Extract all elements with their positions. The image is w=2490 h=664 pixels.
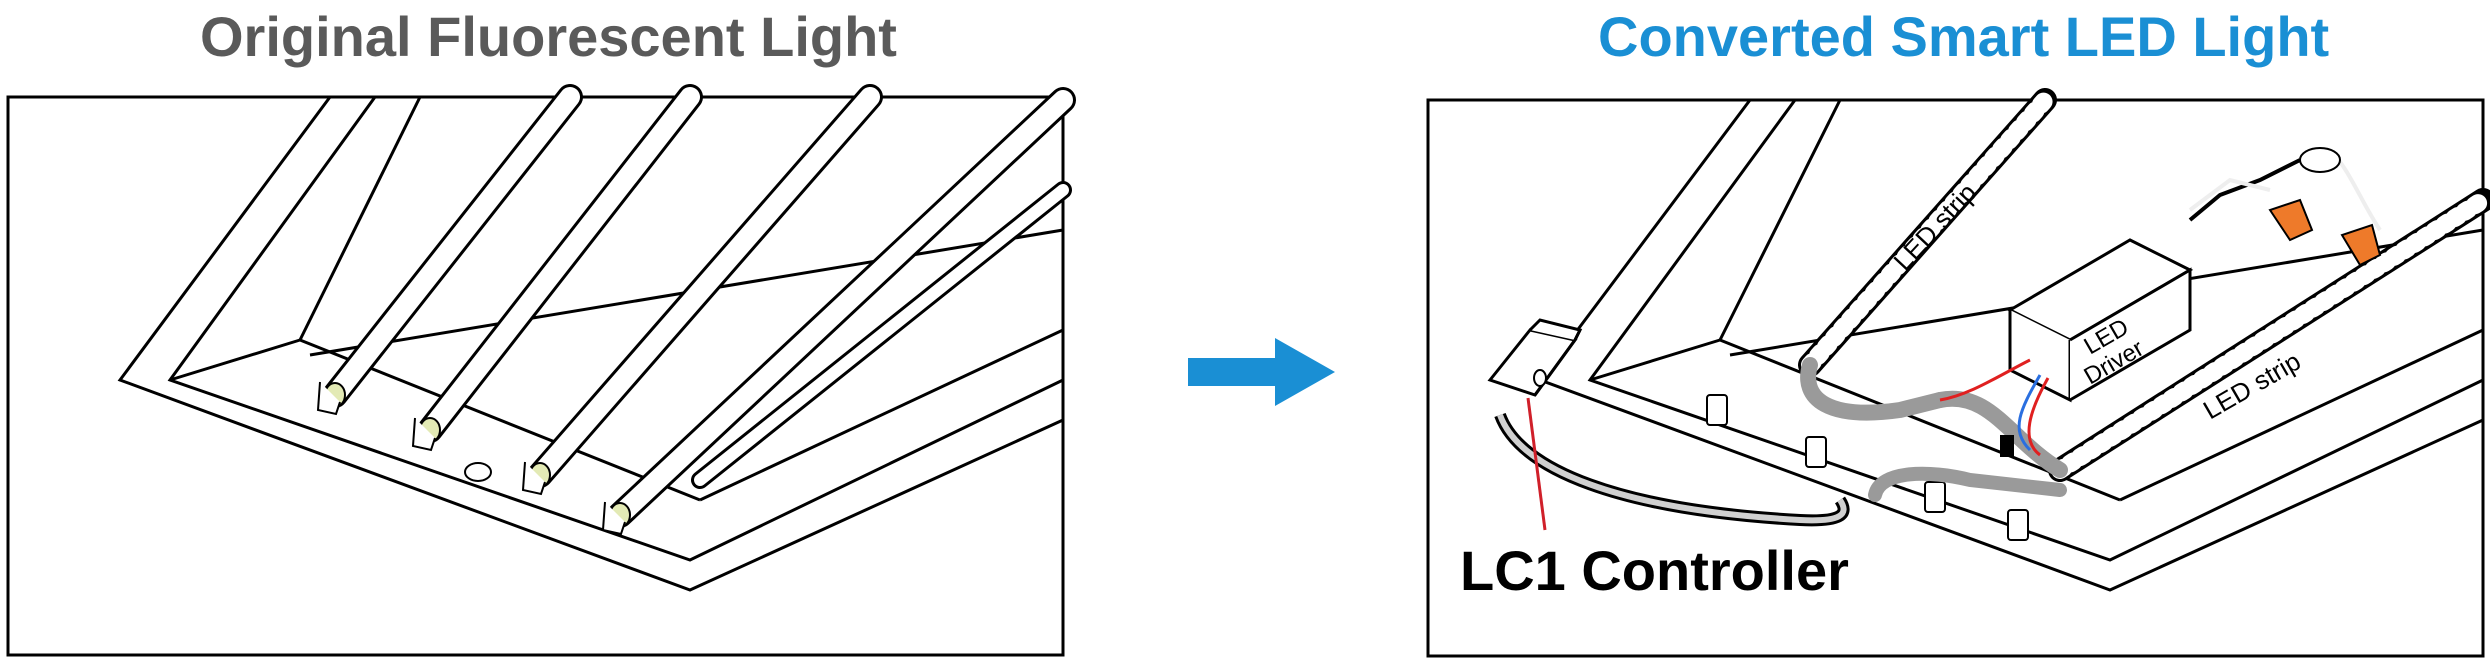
fluorescent-tube: [316, 84, 583, 416]
right-arrow-icon: [1188, 338, 1335, 406]
knockout-hole: [2299, 147, 2341, 173]
led-strip: [2048, 188, 2490, 482]
wire-nuts: [2268, 198, 2382, 267]
fluorescent-tubes: [316, 84, 1076, 536]
converted-fixture-panel: [1426, 88, 2490, 658]
controller-leader-line: [1526, 397, 1547, 531]
fluorescent-tube: [411, 84, 703, 452]
led-strip: [1798, 88, 2057, 377]
lc1-controller-label: LC1 Controller: [1460, 539, 1849, 602]
fluorescent-tube: [601, 87, 1076, 536]
mounting-clips: [1706, 394, 2029, 541]
original-fixture-panel: [6, 84, 1076, 657]
led-driver: [2006, 238, 2194, 403]
lc1-controller: [1487, 318, 1850, 527]
fluorescent-tube: [691, 181, 1072, 489]
knockout-hole: [464, 462, 492, 482]
original-light-title: Original Fluorescent Light: [200, 5, 897, 68]
original-panel-frame: [6, 95, 1065, 657]
original-fixture-housing: [117, 96, 1064, 592]
converted-light-title: Converted Smart LED Light: [1598, 5, 2330, 68]
wiring: [1800, 148, 2382, 502]
fluorescent-tube: [521, 84, 883, 496]
